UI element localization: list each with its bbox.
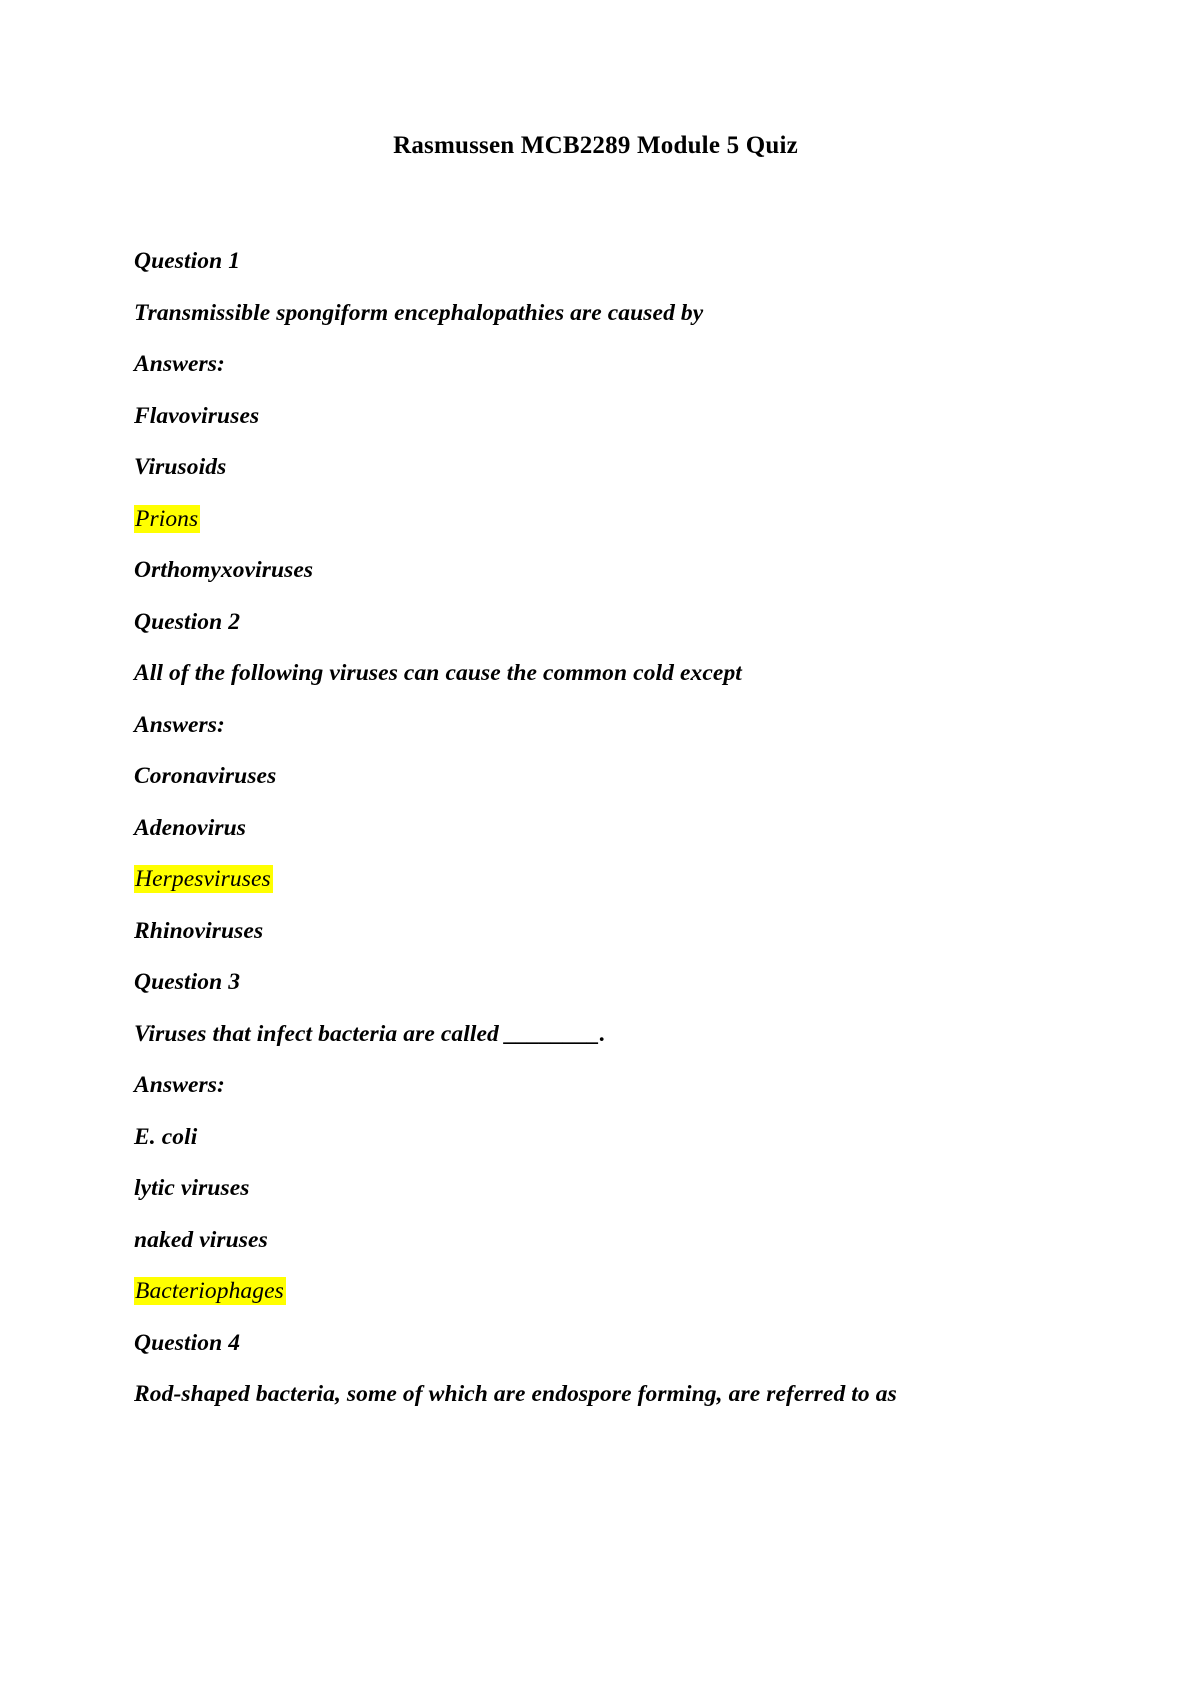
- line-text: Question 4: [134, 1329, 241, 1356]
- line-text: Question 1: [134, 248, 241, 274]
- line-text: Rod-shaped bacteria, some of which are e…: [134, 1381, 897, 1407]
- question-text: All of the following viruses can cause t…: [134, 648, 1074, 700]
- answer-option[interactable]: E. coli: [134, 1112, 1074, 1164]
- highlight-mark: Herpesviruses: [134, 865, 273, 893]
- highlight-mark: Prions: [134, 504, 201, 533]
- line-text: Question 3: [134, 969, 241, 995]
- line-text: Transmissible spongiform encephalopathie…: [134, 299, 704, 326]
- answer-option-selected[interactable]: Bacteriophages: [134, 1266, 1074, 1318]
- question-label: Question 2: [134, 597, 1074, 649]
- line-text: Orthomyxoviruses: [134, 557, 314, 583]
- answer-option[interactable]: Rhinoviruses: [134, 906, 1074, 958]
- line-text: Viruses that infect bacteria are called …: [134, 1020, 606, 1047]
- answer-option[interactable]: naked viruses: [134, 1215, 1074, 1267]
- question-label: Question 3: [134, 957, 1074, 1009]
- page-title: Rasmussen MCB2289 Module 5 Quiz: [393, 132, 798, 159]
- line-text: Rhinoviruses: [134, 917, 264, 944]
- line-text: E. coli: [134, 1123, 198, 1150]
- quiz-content: Question 1 Transmissible spongiform encep…: [134, 236, 1074, 1421]
- question-label: Question 1: [134, 236, 1074, 288]
- answer-option[interactable]: Flavoviruses: [134, 391, 1074, 443]
- answers-label: Answers:: [134, 339, 1074, 391]
- line-text: Question 2: [134, 608, 241, 635]
- line-text: All of the following viruses can cause t…: [134, 660, 742, 686]
- answer-option[interactable]: Virusoids: [134, 442, 1074, 494]
- line-text: naked viruses: [134, 1226, 268, 1253]
- answer-option-selected[interactable]: Herpesviruses: [134, 854, 1074, 906]
- line-text: Virusoids: [134, 454, 227, 480]
- answer-option[interactable]: Adenovirus: [134, 803, 1074, 855]
- answers-label: Answers:: [134, 1060, 1074, 1112]
- answers-label: Answers:: [134, 700, 1074, 752]
- answer-option[interactable]: Coronaviruses: [134, 751, 1074, 803]
- answer-option-selected[interactable]: Prions: [134, 494, 1074, 546]
- line-text: Flavoviruses: [134, 402, 260, 429]
- line-text: Adenovirus: [134, 814, 246, 841]
- line-text: Coronaviruses: [134, 763, 277, 789]
- question-text: Viruses that infect bacteria are called …: [134, 1009, 1074, 1061]
- line-text: lytic viruses: [134, 1175, 250, 1201]
- question-text: Transmissible spongiform encephalopathie…: [134, 288, 1074, 340]
- answer-option[interactable]: Orthomyxoviruses: [134, 545, 1074, 597]
- line-text: Answers:: [134, 1072, 225, 1098]
- question-text: Rod-shaped bacteria, some of which are e…: [134, 1369, 1074, 1421]
- line-text: Answers:: [134, 711, 225, 738]
- answer-option[interactable]: lytic viruses: [134, 1163, 1074, 1215]
- question-label: Question 4: [134, 1318, 1074, 1370]
- highlight-mark: Bacteriophages: [134, 1277, 286, 1305]
- line-text: Answers:: [134, 351, 225, 377]
